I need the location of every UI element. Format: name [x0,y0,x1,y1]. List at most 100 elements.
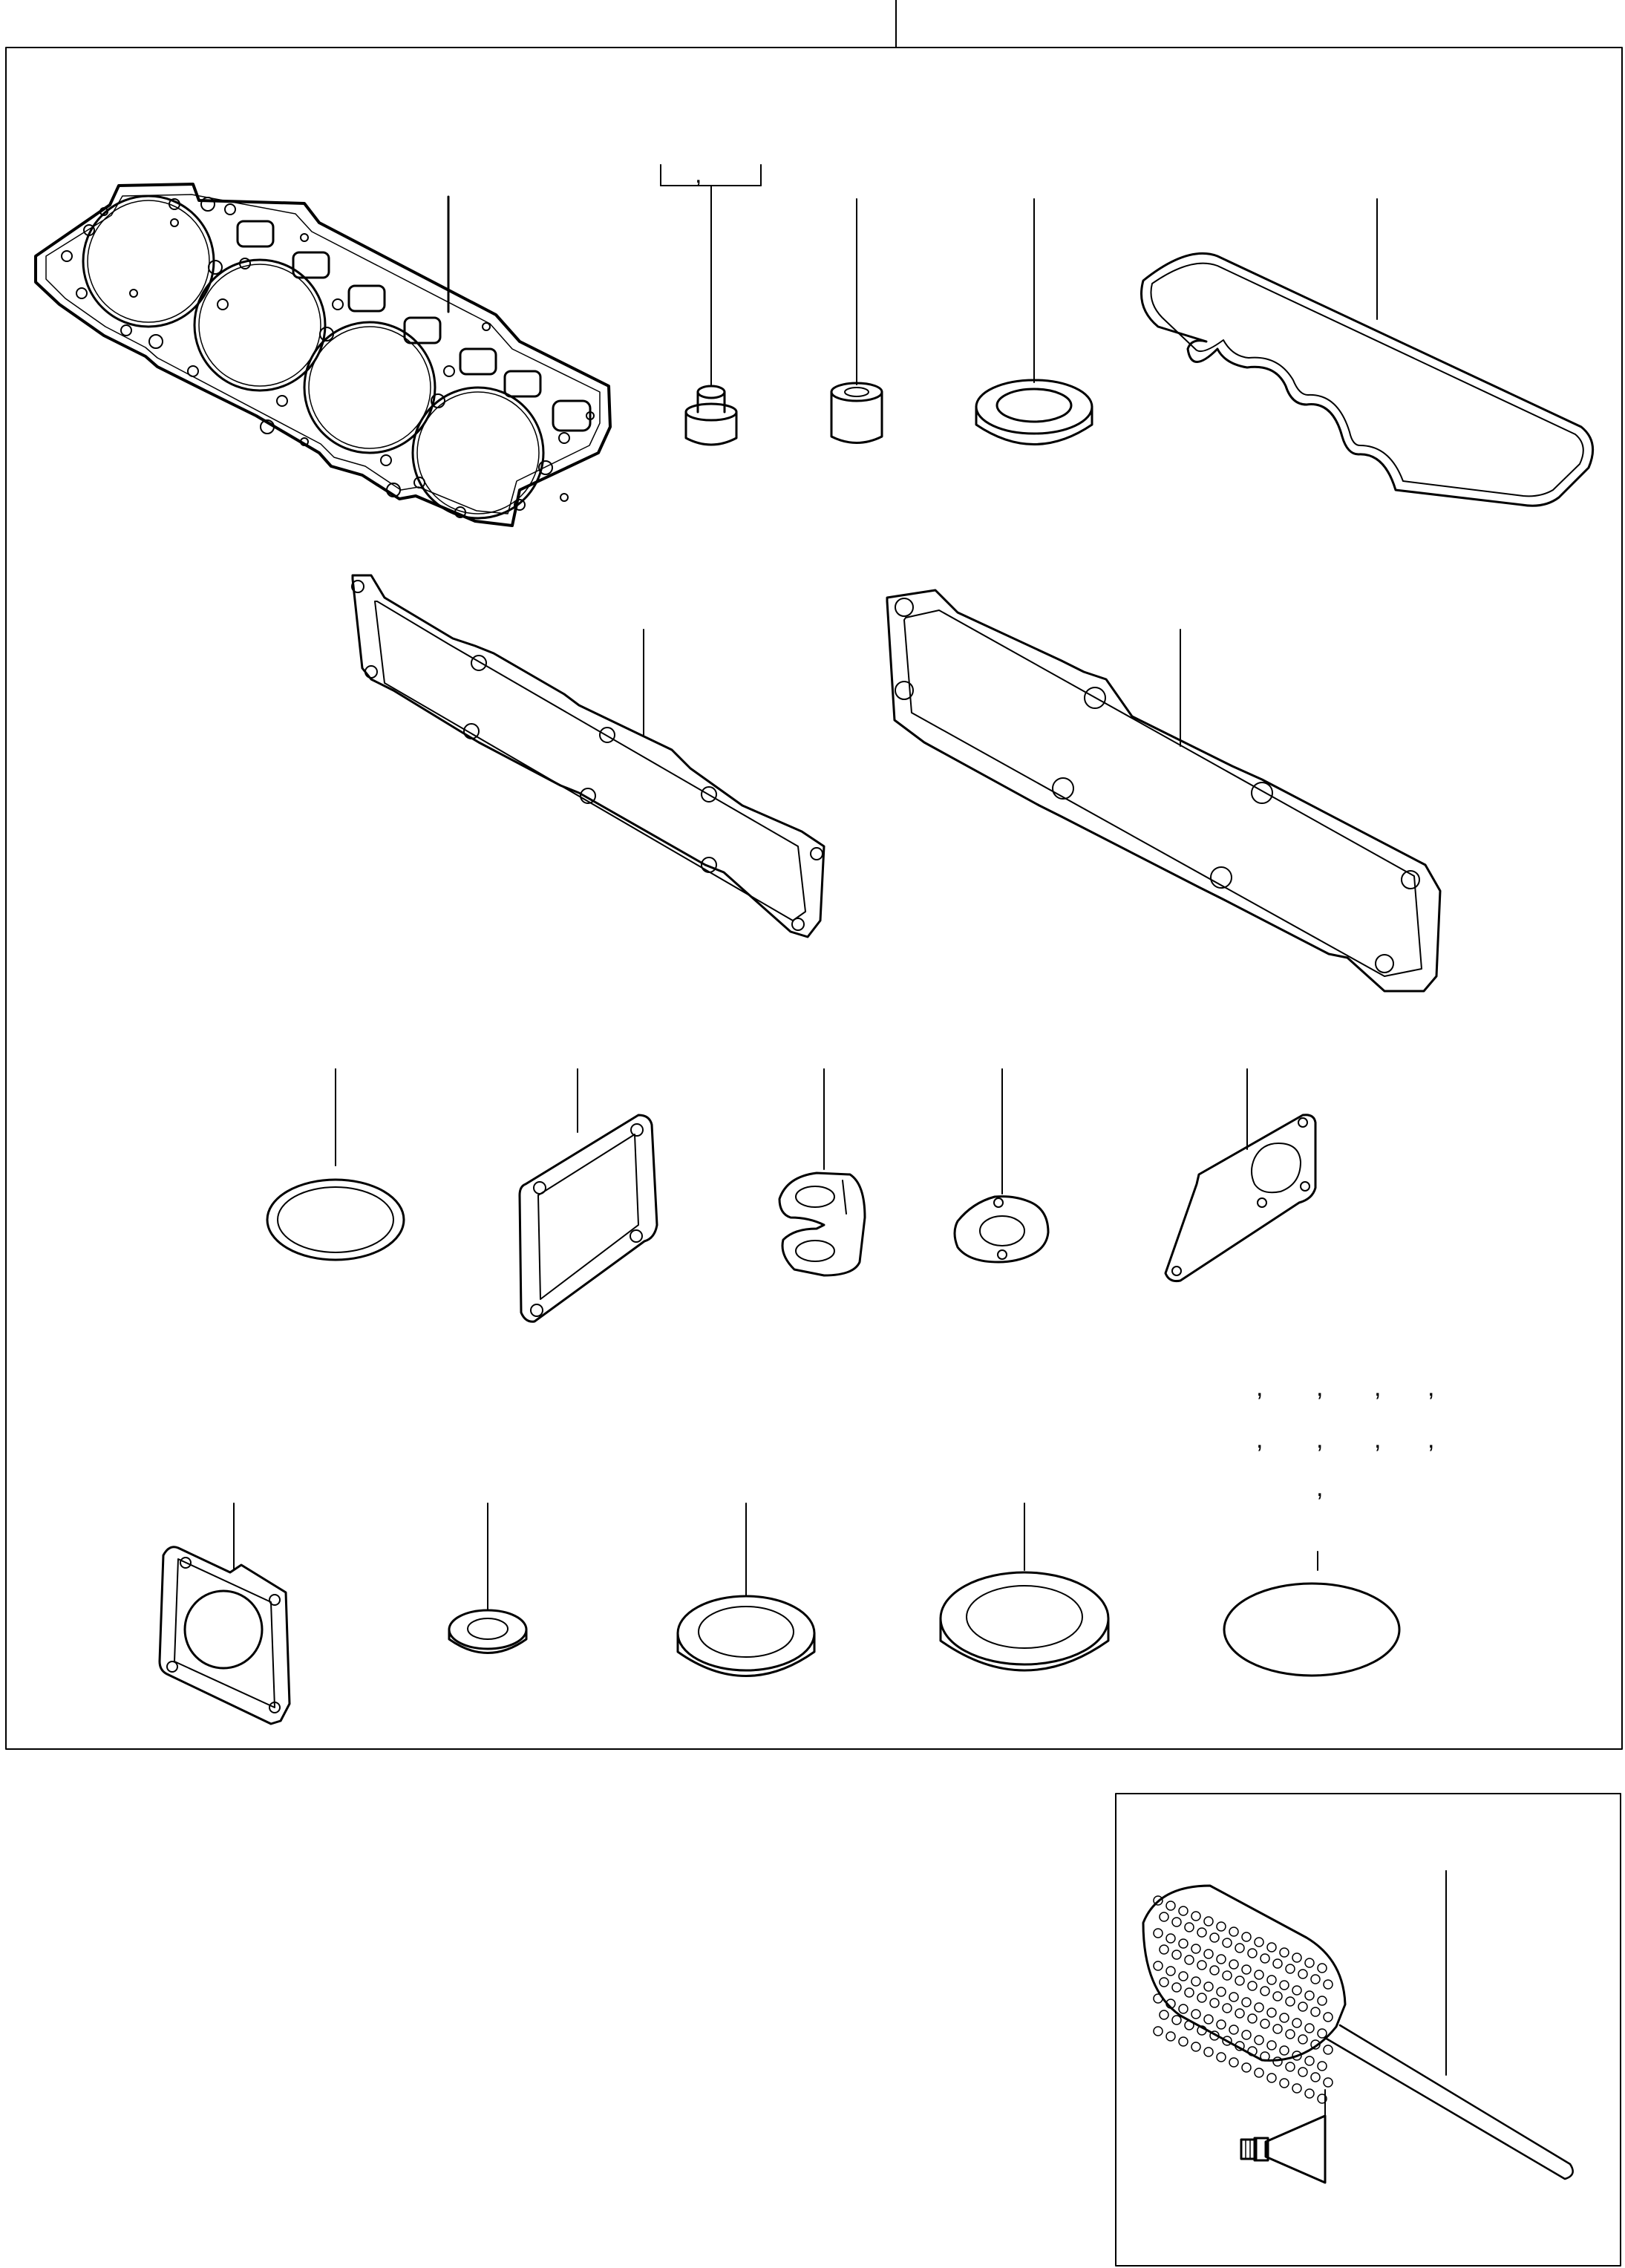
bristle-dot [1304,2056,1315,2066]
bristle-dot [1178,1906,1188,1916]
bristle-dot [1310,2072,1321,2082]
bristle-dot [1191,2009,1201,2019]
bristle-dot [1247,2013,1258,2024]
bristle-dot [1304,2023,1315,2033]
bristle-dot [1159,1977,1169,1987]
callout-label-r2-1: , [1256,1425,1263,1454]
bristle-dot [1266,1942,1277,1952]
bristle-dot [1203,2047,1214,2057]
bristle-dot [1254,1970,1264,1980]
bristle-dot [1222,2003,1232,2013]
bristle-dot [1298,1969,1308,1979]
bristle-dot [1260,2019,1270,2029]
bristle-dot [1266,2040,1277,2050]
bristle-dot [1203,1916,1214,1927]
bristle-dot [1298,2067,1308,2077]
bristle-dot [1317,1963,1327,1973]
bristle-dot [1216,2019,1226,2030]
bristle-dot [1317,2061,1327,2071]
bristle-dot [1272,1991,1283,2001]
bristle-dot [1209,1965,1220,1975]
bristle-dot [1216,1954,1226,1964]
bristle-dot [1159,1912,1169,1922]
bristle-dot [1241,1964,1252,1975]
bristle-dot [1178,1938,1188,1949]
bristle-dot [1222,1938,1232,1948]
bristle-dot [1159,2010,1169,2020]
water-pipe-seal [778,1068,866,1277]
bristle-dot [1285,2062,1295,2072]
bristle-dot [1279,2078,1289,2088]
bristle-dot [1292,2018,1302,2028]
bristle-dot [1323,2012,1333,2022]
bristle-dot [1222,2036,1232,2046]
bristle-dot [1292,1985,1302,1996]
rounded-square-flange-gasket [158,1503,291,1725]
bristle-dot [1260,1953,1270,1964]
bristle-dot [1153,1993,1163,2004]
bristle-dot [1178,1971,1188,1981]
bristle-dot [1235,2008,1245,2019]
bristle-dot [1292,2050,1302,2061]
bristle-dot [1272,2024,1283,2034]
bristle-dot [1241,2030,1252,2040]
bristle-dot [1285,2029,1295,2039]
bristle-dot [1272,1958,1283,1969]
bristle-dot [1323,2045,1333,2055]
callout-label-r1-4: , [1428,1373,1434,1402]
bristle-dot [1165,1901,1176,1911]
bristle-dot [1171,2015,1182,2025]
bristle-dot [1310,2007,1321,2017]
bristle-dot [1197,2025,1207,2036]
callout-label-r3-1: , [1316,1474,1323,1502]
bristle-dot [1260,2051,1270,2062]
bristle-dot [1235,2041,1245,2051]
bristle-dot [1229,1927,1239,1937]
intake-manifold-gasket [351,574,825,938]
bushing [830,198,883,444]
bristle-dot [1298,2001,1308,2012]
thermostat-seal-ring [266,1068,405,1261]
bristle-dot [1209,1932,1220,1943]
bristle-dot [1241,1932,1252,1942]
bristle-dot [1159,1944,1169,1955]
bristle-dot [1304,2088,1315,2099]
bristle-dot [1323,2077,1333,2088]
bristle-dot [1229,1992,1239,2002]
bristle-dot [1292,1952,1302,1963]
bristle-dot [1254,1937,1264,1947]
bristle-dot [1260,1986,1270,1996]
bristle-dot [1254,2068,1264,2078]
callout-label-r1-3: , [1374,1373,1381,1402]
large-washer [939,1503,1110,1672]
bristle-dot [1279,2013,1289,2023]
bristle-dot [1241,1997,1252,2007]
bristle-dot [1209,2030,1220,2041]
bristle-dot [1229,2057,1239,2068]
bristle-dot [1203,1949,1214,1959]
bristle-dot [1285,1996,1295,2007]
bristle-dot [1229,2024,1239,2035]
bristle-dot [1285,1964,1295,1974]
bristle-dot [1197,1960,1207,1970]
exhaust-manifold-gasket [886,589,1442,993]
bristle-dot [1235,1975,1245,1986]
bristle-dot [1266,1975,1277,1985]
bristle-dot [1153,1895,1163,1906]
bristle-dot [1317,2028,1327,2039]
bristle-dot [1254,2035,1264,2045]
inset-panel-frame [1115,1793,1621,2267]
bristle-dot [1266,2007,1277,2018]
bristle-dot [1304,1958,1315,1968]
bristle-dot [1153,2026,1163,2036]
callout-label-r1-1: , [1256,1373,1263,1402]
main-panel-frame [5,47,1623,1750]
bristle-dot [1165,1966,1176,1976]
bristle-dot [1191,1944,1201,1954]
bristle-dot [1171,1982,1182,1993]
bristle-dot [1184,1955,1194,1965]
bristle-dot [1323,1979,1333,1990]
bristle-dot [1222,1970,1232,1981]
